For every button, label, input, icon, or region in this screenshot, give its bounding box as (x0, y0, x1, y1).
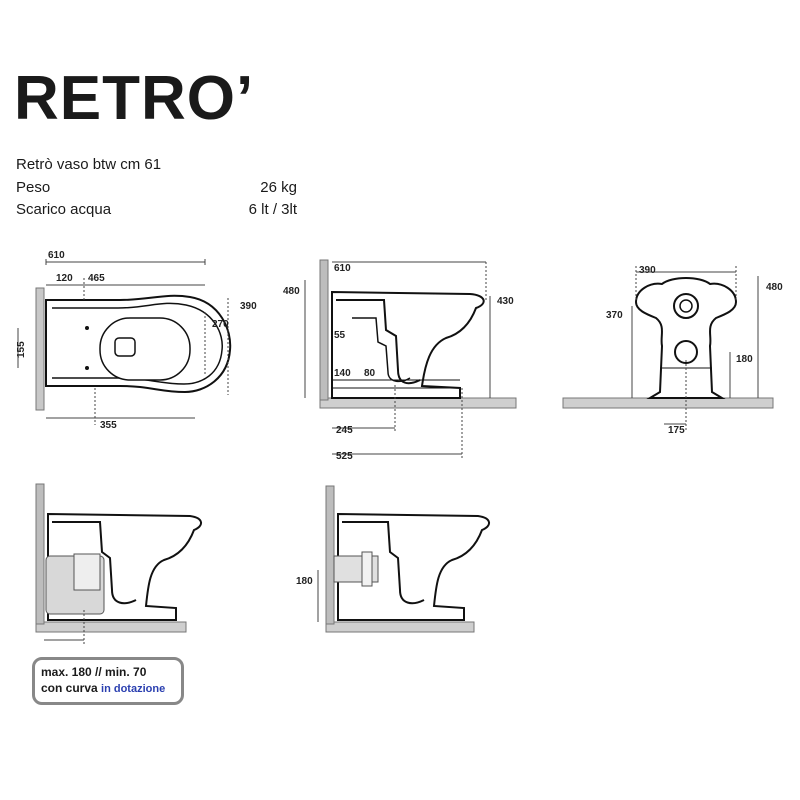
top-view-dim-120: 120 (56, 273, 73, 284)
floor-outlet-wall (35, 483, 45, 625)
top-view-inner-outline (52, 302, 223, 385)
wall-outlet-dim-180: 180 (296, 576, 313, 587)
rear-view-dim-390: 390 (639, 265, 656, 276)
top-view-wall (35, 287, 45, 411)
rear-view-drawing: 390 480 370 180 175 (562, 265, 783, 436)
rear-view-body-outline (634, 277, 738, 399)
rear-view-dim-370: 370 (606, 310, 623, 321)
spec-flush-value: 6 lt / 3lt (248, 201, 297, 218)
top-view-dim-390: 390 (240, 301, 257, 312)
spec-product-name: Retrò vaso btw cm 61 (16, 156, 162, 173)
top-view-dim-270: 270 (212, 319, 229, 330)
side-view-drawing: 610 480 430 55 140 80 245 525 (283, 259, 517, 462)
floor-outlet-trap (52, 521, 137, 605)
side-view-floor (319, 397, 517, 409)
side-view-body-outline (331, 290, 485, 399)
floor-outlet-floor (35, 621, 187, 633)
top-view-dim-465: 465 (88, 273, 105, 284)
top-view-fixing-hole-1 (85, 326, 89, 330)
spec-weight-label: Peso (16, 179, 51, 196)
floor-outlet-pipe-joint (73, 553, 101, 591)
side-view-dim-480: 480 (283, 286, 300, 297)
top-view-seat-opening (99, 317, 191, 381)
rear-view-dim-180: 180 (736, 354, 753, 365)
wall-outlet-drawing: 180 (296, 485, 490, 633)
wall-outlet-floor (325, 621, 475, 633)
installation-note-box: max. 180 // min. 70 con curva in dotazio… (32, 657, 184, 705)
top-view-drawing: 610 120 465 390 270 155 355 (16, 250, 257, 431)
wall-outlet-trap (342, 521, 425, 605)
floor-outlet-drawing (35, 483, 202, 646)
rear-view-dim-175: 175 (668, 425, 685, 436)
top-view-fixing-hole-2 (85, 366, 89, 370)
rear-view-inlet-inner (679, 299, 693, 313)
top-view-dim-355: 355 (100, 420, 117, 431)
rear-view-dim-480: 480 (766, 282, 783, 293)
side-view-trap (336, 299, 421, 385)
side-view-wall (319, 259, 329, 401)
side-view-dim-430: 430 (497, 296, 514, 307)
spec-flush-label: Scarico acqua (16, 201, 112, 218)
wall-outlet-body (337, 512, 490, 621)
side-view-dim-80: 80 (364, 368, 376, 379)
side-view-dim-140: 140 (334, 368, 351, 379)
note-line-2-prefix: con curva (41, 681, 102, 695)
rear-view-floor (562, 397, 774, 409)
wall-outlet-wall (325, 485, 335, 625)
top-view-dim-610: 610 (48, 250, 65, 261)
side-view-dim-525: 525 (336, 451, 353, 462)
top-view-drain-hole (114, 337, 136, 357)
spec-weight-value: 26 kg (260, 179, 297, 196)
product-title: RETRO’ (14, 64, 255, 133)
side-view-dim-55: 55 (334, 330, 346, 341)
side-view-dim-610: 610 (334, 263, 351, 274)
side-view-dim-245: 245 (336, 425, 353, 436)
note-line-2: con curva in dotazione (41, 680, 175, 697)
wall-outlet-pipe-joint (361, 551, 373, 587)
rear-view-outlet (674, 340, 698, 364)
note-line-1: max. 180 // min. 70 (41, 665, 147, 679)
note-line-2-accent: in dotazione (101, 683, 166, 695)
top-view-dim-155: 155 (16, 341, 27, 358)
